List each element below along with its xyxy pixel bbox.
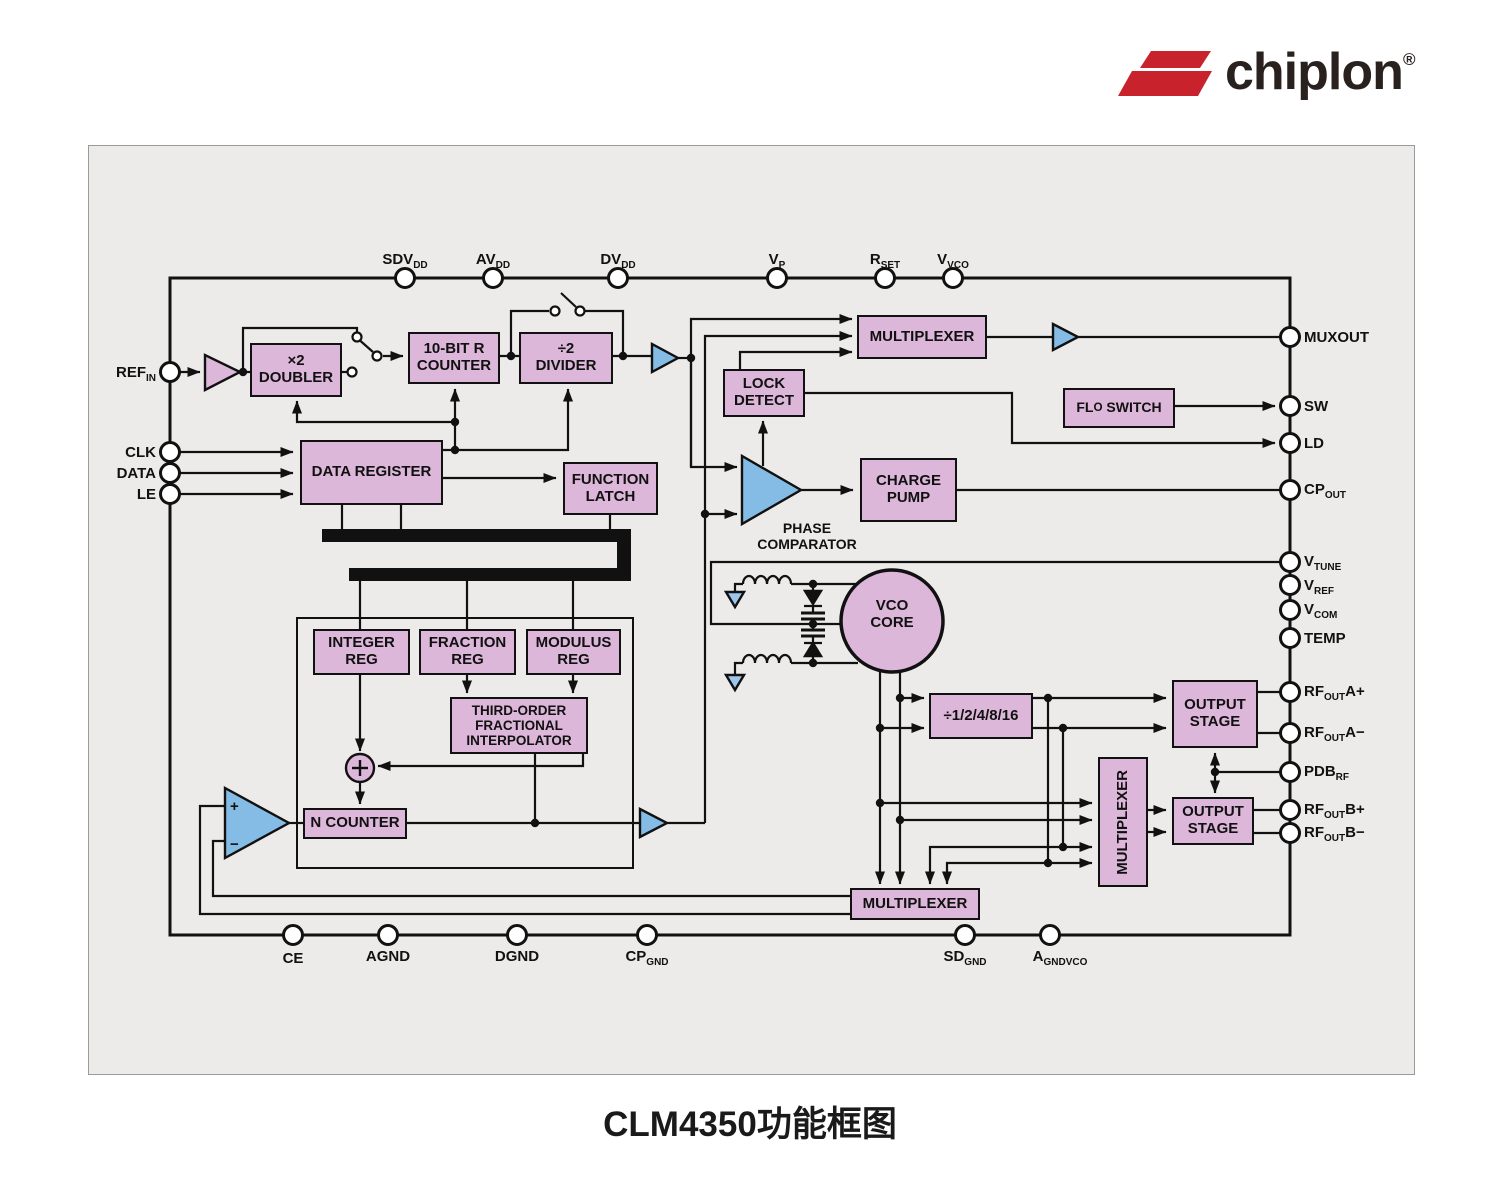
pin-rset: RSET xyxy=(869,251,901,271)
pin-refin: REFIN xyxy=(116,364,156,384)
multiplexer-vertical-label: MULTIPLEXER xyxy=(1113,769,1131,875)
doubler-switch-contact-b xyxy=(346,366,358,378)
pin-circles xyxy=(159,267,1301,946)
pin-sdvdd: SDVDD xyxy=(382,251,428,271)
diff-amp-minus: − xyxy=(230,836,239,853)
pin-dvdd: DVDD xyxy=(600,251,636,271)
r-path-buffer xyxy=(650,341,681,375)
pin-le: LE xyxy=(136,486,156,503)
pin-agnd: AGND xyxy=(365,948,411,965)
data-bus xyxy=(322,529,631,581)
feedback-diff-amp xyxy=(223,785,292,861)
divider-switch-contact-a xyxy=(549,305,561,317)
block-integer-reg: INTEGER REG xyxy=(313,629,410,675)
pin-ce: CE xyxy=(282,950,304,967)
block-multiplexer-bottom: MULTIPLEXER xyxy=(850,888,980,920)
pin-data: DATA xyxy=(116,465,156,482)
divider-switch-contact-b xyxy=(574,305,586,317)
pin-cpgnd: CPGND xyxy=(625,948,669,968)
pin-sw: SW xyxy=(1304,398,1329,415)
diagram-caption: CLM4350功能框图 xyxy=(603,1105,897,1144)
pin-cpout: CPOUT xyxy=(1304,481,1346,501)
pin-pdbrf: PDBRF xyxy=(1304,763,1350,783)
doubler-switch-pole xyxy=(371,350,383,362)
pin-temp: TEMP xyxy=(1304,630,1346,647)
brand-logo-text: chiplon xyxy=(1225,43,1404,101)
pin-rfoutb-plus: RFOUTB+ xyxy=(1304,801,1365,821)
pin-rfoutb-minus: RFOUTB− xyxy=(1304,824,1365,844)
pin-clk: CLK xyxy=(125,444,156,461)
doubler-switch-contact-a xyxy=(351,331,363,343)
vco-core-label: VCO CORE xyxy=(870,597,914,632)
pin-vvco: VVCO xyxy=(937,251,969,271)
brand-logo-registered: ® xyxy=(1403,50,1416,69)
brand-logo: chiplon ® xyxy=(1115,43,1425,118)
pin-rfouta-minus: RFOUTA− xyxy=(1304,724,1365,744)
buffers xyxy=(203,322,1081,861)
block-modulus-reg: MODULUS REG xyxy=(526,629,621,675)
bypass-switches xyxy=(346,305,586,378)
block-doubler: ×2 DOUBLER xyxy=(250,343,342,397)
pin-agndvco: AGNDVCO xyxy=(1032,948,1088,968)
block-n-counter: N COUNTER xyxy=(303,808,407,839)
block-function-latch: FUNCTION LATCH xyxy=(563,462,658,515)
varactor-diode-top xyxy=(802,589,824,607)
block-lock-detect: LOCK DETECT xyxy=(723,369,805,417)
n-counter-buffer xyxy=(638,807,670,839)
pin-vtune: VTUNE xyxy=(1304,553,1342,573)
ground-symbol-bottom xyxy=(723,673,747,693)
refin-buffer xyxy=(203,353,243,392)
block-charge-pump: CHARGE PUMP xyxy=(860,458,957,522)
pin-sdgnd: SDGND xyxy=(943,948,987,968)
pin-ld: LD xyxy=(1304,435,1324,452)
flo-switch-post: SWITCH xyxy=(1102,399,1162,416)
pin-muxout: MUXOUT xyxy=(1304,329,1369,346)
block-interpolator: THIRD-ORDER FRACTIONAL INTERPOLATOR xyxy=(450,697,588,754)
flo-switch-pre: FL xyxy=(1076,399,1094,416)
junction-dots xyxy=(238,351,1220,868)
block-r-divider: ÷2 DIVIDER xyxy=(519,332,613,384)
block-multiplexer-vertical: MULTIPLEXER xyxy=(1098,757,1148,887)
vco-core-circle xyxy=(839,568,945,674)
pin-dgnd: DGND xyxy=(494,948,540,965)
block-data-register: DATA REGISTER xyxy=(300,440,443,505)
wires xyxy=(179,292,1281,916)
flo-switch-sub: O xyxy=(1093,401,1103,415)
pin-vref: VREF xyxy=(1304,577,1335,597)
phase-comparator-label: PHASE COMPARATOR xyxy=(757,520,857,553)
diff-amp-plus: + xyxy=(230,798,239,815)
summing-node xyxy=(344,752,376,784)
pin-vp: VP xyxy=(768,251,786,271)
block-multiplexer-top: MULTIPLEXER xyxy=(857,315,987,359)
muxout-buffer xyxy=(1051,322,1081,352)
brand-logo-icon xyxy=(1118,51,1212,96)
pin-rfouta-plus: RFOUTA+ xyxy=(1304,683,1365,703)
varactor-diode-bottom xyxy=(802,640,824,658)
block-fraction-reg: FRACTION REG xyxy=(419,629,516,675)
block-output-stage-a: OUTPUT STAGE xyxy=(1172,680,1258,748)
ground-symbol-top xyxy=(723,590,747,610)
phase-comparator-triangle xyxy=(740,453,804,527)
pin-vcom: VCOM xyxy=(1304,601,1338,621)
diagram-panel xyxy=(88,145,1415,1075)
block-output-stage-b: OUTPUT STAGE xyxy=(1172,797,1254,845)
block-r-counter: 10-BIT R COUNTER xyxy=(408,332,500,384)
block-rf-divider: ÷1/2/4/8/16 xyxy=(929,693,1033,739)
pin-avdd: AVDD xyxy=(475,251,511,271)
